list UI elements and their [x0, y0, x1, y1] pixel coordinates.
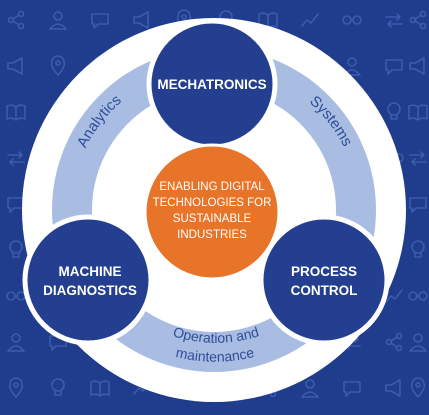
- book-icon: [6, 104, 26, 121]
- megaphone-icon: [7, 57, 23, 75]
- center-label-line1: ENABLING DIGITAL: [159, 181, 265, 193]
- swap-arrows-icon: [409, 151, 427, 166]
- user-icon: [49, 11, 67, 30]
- chat-bubble-icon: [385, 59, 403, 75]
- book-icon: [90, 380, 110, 397]
- chat-bubble-icon: [343, 381, 361, 397]
- share-icon: [409, 10, 427, 30]
- node-machine-diagnostics: MACHINE DIAGNOSTICS: [22, 214, 154, 346]
- center-label-line3: SUSTAINABLE: [173, 213, 252, 225]
- node-machine-diagnostics-line1: MACHINE: [59, 264, 122, 279]
- share-icon: [7, 10, 25, 30]
- megaphone-icon: [409, 57, 425, 75]
- node-machine-diagnostics-line2: DIAGNOSTICS: [43, 283, 137, 298]
- lightbulb-icon: [387, 102, 401, 120]
- center-label-line2: TECHNOLOGIES FOR: [153, 197, 272, 209]
- book-icon: [408, 104, 428, 121]
- swap-arrows-icon: [385, 13, 403, 28]
- chat-bubble-icon: [7, 197, 25, 213]
- user-icon: [409, 333, 427, 352]
- location-pin-icon: [410, 377, 426, 398]
- center-label-line4: INDUSTRIES: [177, 229, 247, 241]
- node-process-control-line2: CONTROL: [291, 283, 358, 298]
- megaphone-icon: [385, 379, 401, 397]
- swap-arrows-icon: [7, 151, 25, 166]
- megaphone-icon: [133, 11, 149, 29]
- chat-bubble-icon: [409, 197, 427, 213]
- glasses-icon: [6, 291, 26, 301]
- location-pin-icon: [8, 377, 24, 398]
- lightbulb-icon: [9, 240, 23, 258]
- chart-line-icon: [385, 289, 403, 303]
- node-process-control-line1: PROCESS: [291, 264, 357, 279]
- chat-bubble-icon: [91, 13, 109, 29]
- user-icon: [7, 333, 25, 352]
- glasses-icon: [408, 291, 428, 301]
- node-mechatronics-label: MECHATRONICS: [157, 77, 266, 92]
- glasses-icon: [342, 15, 362, 25]
- lightbulb-icon: [411, 240, 425, 258]
- user-icon: [301, 379, 319, 398]
- center-node: ENABLING DIGITAL TECHNOLOGIES FOR SUSTAI…: [143, 143, 281, 281]
- share-icon: [385, 332, 403, 352]
- node-mechatronics: MECHATRONICS: [146, 18, 278, 150]
- location-pin-icon: [50, 55, 66, 76]
- lightbulb-icon: [51, 378, 65, 396]
- arc-label-operation-line2: maintenance: [175, 344, 256, 365]
- node-process-control: PROCESS CONTROL: [258, 214, 390, 346]
- arc-label-operation-line1: Operation and: [171, 323, 260, 345]
- chart-line-icon: [301, 13, 319, 27]
